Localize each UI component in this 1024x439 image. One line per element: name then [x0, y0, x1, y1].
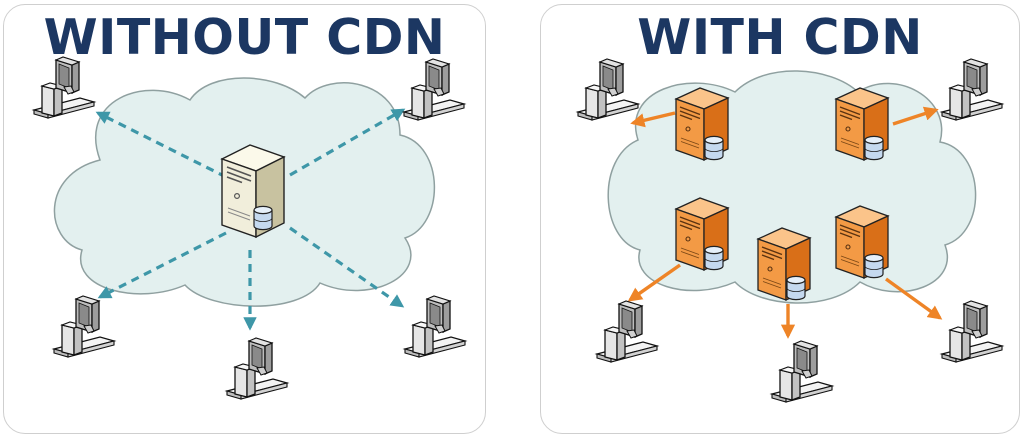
request-arrow: [289, 226, 405, 308]
desktop-computer-icon: [596, 300, 658, 363]
desktop-computer-icon: [941, 300, 1003, 363]
desktop-computer-icon: [577, 58, 639, 121]
delivery-arrow: [630, 111, 676, 128]
desktop-computer-icon: [226, 337, 288, 400]
delivery-arrow: [885, 277, 943, 320]
edge-server-icon: [675, 197, 729, 271]
request-arrow: [95, 111, 227, 179]
delivery-arrow: [627, 263, 681, 302]
request-arrow: [97, 231, 227, 299]
edge-server-icon: [835, 87, 889, 161]
edge-server-icon: [675, 87, 729, 161]
delivery-arrow: [892, 106, 939, 126]
without-cdn-title: WITHOUT CDN: [43, 9, 446, 66]
edge-server-icon: [757, 227, 811, 301]
desktop-computer-icon: [771, 340, 833, 403]
origin-server-icon: [221, 144, 285, 238]
desktop-computer-icon: [53, 295, 115, 358]
desktop-computer-icon: [33, 56, 95, 119]
desktop-computer-icon: [941, 58, 1003, 121]
desktop-computer-icon: [403, 58, 465, 121]
with-cdn-title: WITH CDN: [637, 9, 923, 66]
desktop-computer-icon: [404, 295, 466, 358]
request-arrow: [289, 108, 406, 177]
edge-server-icon: [835, 205, 889, 279]
